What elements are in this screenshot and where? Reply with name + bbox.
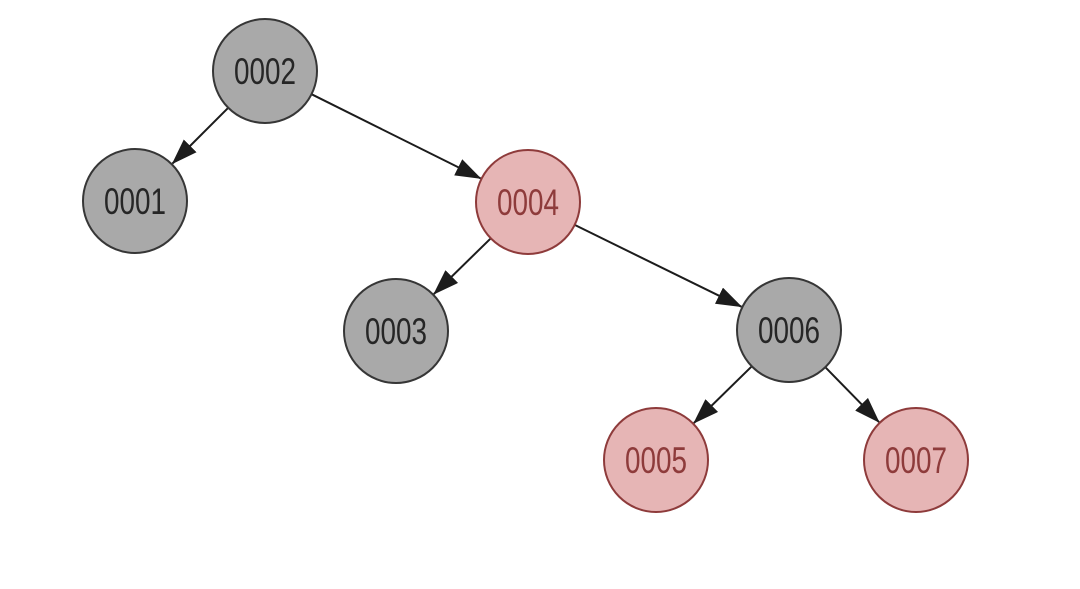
tree-edge-0004-0003 xyxy=(433,237,492,295)
tree-node-0004: 0004 xyxy=(475,149,581,255)
node-label: 0004 xyxy=(497,182,559,223)
tree-node-0003: 0003 xyxy=(343,278,449,384)
edge-layer xyxy=(171,93,880,424)
tree-node-0005: 0005 xyxy=(603,407,709,513)
node-label: 0005 xyxy=(625,440,687,481)
node-label: 0007 xyxy=(885,440,947,481)
node-label: 0001 xyxy=(104,181,166,222)
node-circle xyxy=(863,407,969,513)
tree-edge-0002-0001 xyxy=(171,107,229,165)
node-label: 0006 xyxy=(758,310,820,351)
tree-edge-0006-0005 xyxy=(693,365,753,424)
node-label: 0002 xyxy=(234,51,296,92)
node-circle xyxy=(82,148,188,254)
node-circle xyxy=(603,407,709,513)
tree-node-0007: 0007 xyxy=(863,407,969,513)
tree-node-0001: 0001 xyxy=(82,148,188,254)
node-circle xyxy=(343,278,449,384)
tree-edge-0002-0004 xyxy=(311,93,482,180)
tree-edge-0004-0006 xyxy=(574,224,743,308)
node-circle xyxy=(212,18,318,124)
node-circle xyxy=(736,277,842,383)
tree-edge-0006-0007 xyxy=(824,366,880,423)
tree-node-0006: 0006 xyxy=(736,277,842,383)
tree-node-0002: 0002 xyxy=(212,18,318,124)
node-layer: 0002 0001 0004 0003 0006 0005 0007 xyxy=(82,18,969,513)
node-circle xyxy=(475,149,581,255)
node-label: 0003 xyxy=(365,311,427,352)
